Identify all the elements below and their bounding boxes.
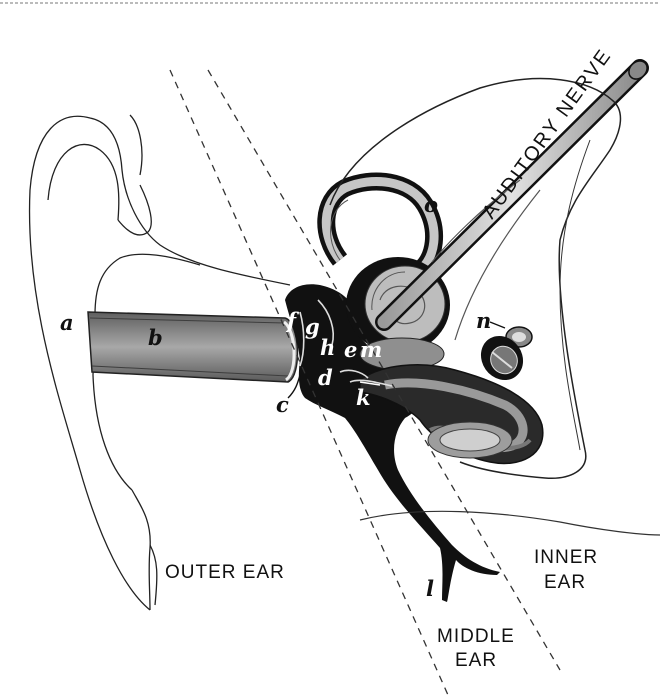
semicircular-canals (326, 181, 434, 270)
middle-ear-label-line1: MIDDLE (437, 626, 515, 647)
pointer-n (490, 322, 505, 328)
label-a: a (60, 310, 74, 335)
ear-canal (88, 312, 297, 382)
inner-ear-inner-line (560, 140, 590, 450)
label-e: e (344, 337, 357, 362)
label-o: o (424, 192, 438, 217)
label-m: m (360, 337, 382, 362)
label-c: c (276, 392, 289, 417)
label-h: h (320, 335, 335, 360)
label-g: g (305, 314, 320, 339)
auditory-nerve-label: AUDITORY NERVE (478, 45, 616, 223)
label-n: n (476, 308, 491, 333)
inner-ear-label-line1: INNER (534, 547, 598, 568)
inner-ear-label-line2: EAR (544, 572, 586, 593)
label-l: l (426, 576, 434, 601)
skin-line (360, 511, 660, 535)
label-k: k (356, 385, 371, 410)
label-b: b (148, 325, 163, 350)
outer-ear-label: OUTER EAR (165, 562, 285, 583)
label-d: d (318, 365, 333, 390)
middle-ear-label-line2: EAR (455, 650, 497, 671)
